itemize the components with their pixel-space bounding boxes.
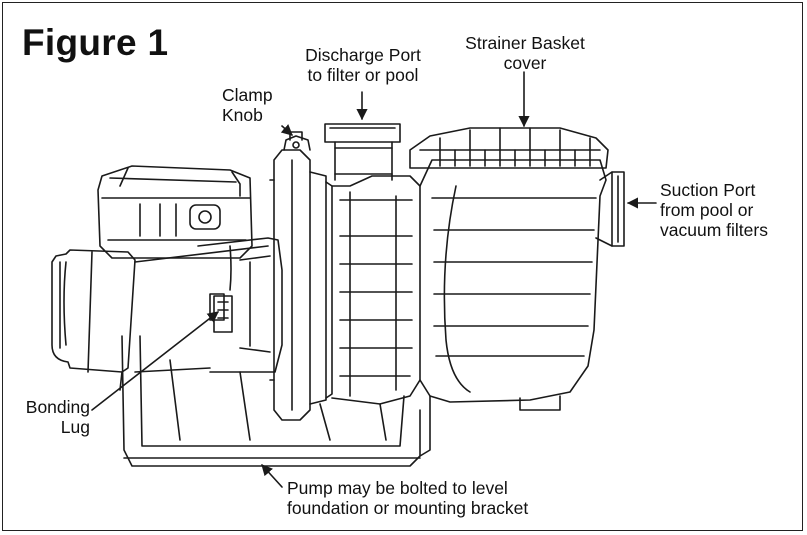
strainer-pot <box>419 159 607 411</box>
clamp-label-line-1: Clamp <box>222 85 273 105</box>
mounting-label-line-1: Pump may be bolted to level <box>287 478 508 498</box>
mounting-label: Pump may be bolted to level foundation o… <box>287 478 528 518</box>
clamp-knob-label: Clamp Knob <box>222 85 273 125</box>
seal-plate <box>269 149 333 421</box>
bonding-label-line-2: Lug <box>60 417 90 437</box>
clamp-knob <box>283 131 311 151</box>
strainer-label-line-2: cover <box>503 53 547 73</box>
motor-housing <box>51 245 269 391</box>
strainer-cover <box>409 127 609 169</box>
leader-arrows <box>91 71 657 488</box>
bonding-arrow <box>91 311 219 411</box>
strainer-label-line-1: Strainer Basket <box>465 33 585 53</box>
strainer-cover-label: Strainer Basket cover <box>455 33 595 73</box>
discharge-label-line-1: Discharge Port <box>305 45 421 65</box>
mounting-label-line-2: foundation or mounting bracket <box>287 498 529 518</box>
drive-box <box>97 165 253 259</box>
volute-body <box>331 175 421 405</box>
discharge-label-line-2: to filter or pool <box>307 65 419 85</box>
clamp-arrow <box>280 124 293 136</box>
bonding-label-line-1: Bonding <box>25 397 90 417</box>
suction-label-line-3: vacuum filters <box>660 220 768 240</box>
clamp-label-line-2: Knob <box>222 105 263 125</box>
bonding-lug-label: Bonding Lug <box>16 397 90 437</box>
figure-title: Figure 1 <box>22 22 169 63</box>
base-bracket <box>121 335 431 467</box>
suction-label-line-1: Suction Port <box>660 180 756 200</box>
suction-label-line-2: from pool or <box>660 200 754 220</box>
suction-port <box>595 171 625 247</box>
suction-port-label: Suction Port from pool or vacuum filters <box>660 180 768 240</box>
discharge-port-label: Discharge Port to filter or pool <box>298 45 428 85</box>
discharge-port <box>324 123 401 181</box>
base-arrow <box>261 464 283 488</box>
motor-adapter <box>197 237 283 373</box>
